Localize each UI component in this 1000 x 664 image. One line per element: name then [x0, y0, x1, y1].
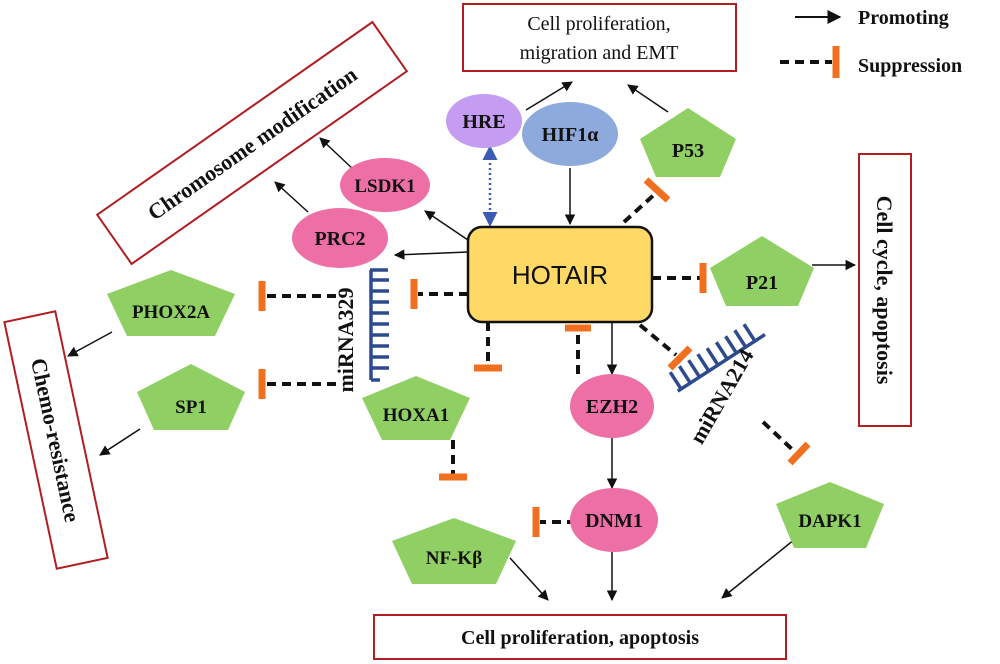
hif1a-node: HIF1α [522, 102, 618, 166]
arrow-hre-to-top [525, 81, 573, 111]
inhibit-hotair-mir214-bar [667, 345, 693, 371]
hoxa1-node: HOXA1 [362, 376, 470, 440]
mirna214-tooth [677, 365, 692, 384]
mirna329-label: miRNA329 [333, 287, 358, 392]
arrow-lsdk1-to-chromosome [319, 137, 355, 171]
dnm1-node: DNM1 [570, 488, 658, 552]
hotair-label: HOTAIR [512, 260, 608, 290]
prc2-node: PRC2 [292, 208, 388, 268]
bottom-outcome-label: Cell proliferation, apoptosis [461, 627, 699, 649]
mirna214-tooth [696, 353, 711, 372]
phox2a-label: PHOX2A [132, 302, 210, 323]
arrow-hotair-to-lsdk1 [424, 210, 469, 241]
sp1-node: SP1 [137, 364, 245, 430]
arrow-hotair-to-prc2 [393, 249, 469, 260]
phox2a-node: PHOX2A [107, 270, 235, 336]
hif1a-label: HIF1α [542, 124, 599, 146]
arrow-dapk1-to-bottom [721, 534, 801, 599]
mirna329-comb [369, 268, 389, 382]
arrow-p53-to-top [627, 84, 669, 113]
arrow-phox2a-to-chemo [67, 331, 113, 357]
p21-label: P21 [746, 272, 778, 294]
legend: Promoting Suppression [780, 7, 962, 78]
top-outcome-line1: Cell proliferation, [527, 13, 670, 35]
bottom-outcome-box: Cell proliferation, apoptosis [373, 614, 787, 660]
cell-cycle-box: Cell cycle, apoptosis [858, 153, 912, 427]
hre-node: HRE [446, 94, 522, 148]
mirna214-tooth [742, 323, 757, 342]
lsdk1-node: LSDK1 [340, 158, 430, 212]
inhibit-hotair-p53-dash [622, 191, 658, 224]
nfkb-label: NF-Kβ [426, 548, 482, 569]
arrow-nfkb-to-bottom [509, 557, 549, 601]
mirna214-tooth [733, 329, 748, 348]
mirna214-tooth [668, 371, 683, 390]
ezh2-label: EZH2 [586, 396, 638, 418]
ezh2-node: EZH2 [570, 374, 654, 438]
mirna214-label: miRNA214 [684, 344, 758, 448]
chromosome-modification-label: Chromosome modification [143, 62, 362, 226]
p21-node: P21 [710, 236, 814, 306]
mirna214-tooth [687, 359, 702, 378]
cell-cycle-label: Cell cycle, apoptosis [872, 196, 897, 385]
dapk1-label: DAPK1 [798, 511, 861, 532]
inhibit-mir214-dapk1-bar [787, 441, 811, 466]
prc2-label: PRC2 [314, 228, 365, 250]
inhibit-mir214-dapk1-dash [761, 420, 797, 454]
top-outcome-line2: migration and EMT [520, 42, 679, 64]
legend-promoting-label: Promoting [858, 7, 949, 29]
mirna214-tooth [705, 347, 720, 366]
dnm1-label: DNM1 [585, 510, 643, 532]
promoting-arrows [67, 81, 857, 602]
legend-suppression-label: Suppression [858, 55, 962, 77]
mirna214-tooth [714, 341, 729, 360]
inhibit-hotair-mir214-dash [638, 323, 678, 357]
sp1-label: SP1 [175, 397, 207, 418]
nfkb-node: NF-Kβ [392, 518, 516, 584]
mirna214-comb [668, 323, 766, 393]
dapk1-node: DAPK1 [776, 482, 884, 548]
lsdk1-label: LSDK1 [354, 176, 415, 197]
hre-label: HRE [462, 111, 505, 133]
inhibit-hotair-p53-bar [643, 177, 671, 203]
top-outcome-box: Cell proliferation, migration and EMT [462, 3, 737, 72]
p53-node: P53 [640, 108, 736, 177]
mirna214-tooth [724, 335, 738, 354]
arrow-prc2-to-chromosome [274, 181, 309, 213]
chemo-resistance-box: Chemo-resistance [3, 310, 109, 570]
hoxa1-label: HOXA1 [383, 405, 450, 426]
hotair-node: HOTAIR [466, 225, 654, 324]
p53-label: P53 [672, 140, 704, 162]
suppression-links [258, 177, 811, 537]
arrow-sp1-to-chemo [99, 428, 141, 456]
